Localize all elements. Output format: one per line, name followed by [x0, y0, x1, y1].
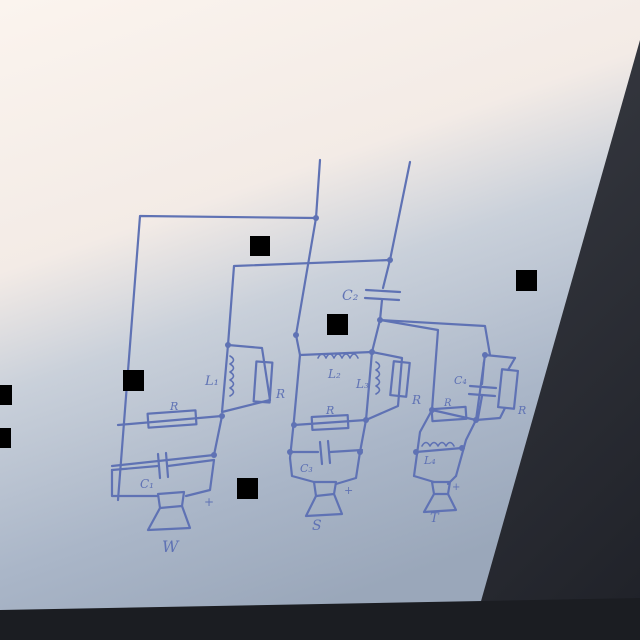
tweeter-letter: T — [430, 511, 440, 526]
wire-right-to-cap — [381, 258, 392, 290]
resistor-r-tweeter-lower — [430, 405, 468, 423]
junction-dot — [413, 449, 419, 455]
tweeter-resistor-wires — [474, 356, 517, 422]
label-l4: L₄ — [423, 454, 436, 467]
label-c3: C₃ — [300, 462, 313, 475]
input-wire-right — [226, 160, 412, 347]
tweeter-side-wires — [412, 408, 478, 478]
junction-dot — [377, 317, 383, 323]
mid-plus-sign: + — [344, 484, 353, 497]
mid-speaker-wires — [288, 418, 368, 486]
tweeter-plus-sign: + — [452, 482, 460, 493]
label-c2: C₂ — [342, 288, 359, 304]
bottom-shadow — [0, 598, 640, 640]
redaction-square — [0, 385, 12, 405]
junction-dot — [482, 352, 488, 358]
redaction-square — [516, 270, 537, 291]
mid-top-wire — [294, 318, 492, 357]
label-c1: C₁ — [140, 477, 154, 491]
label-r-tweeter: R — [517, 404, 526, 417]
mid-letter: S — [312, 518, 322, 534]
redaction-square — [327, 314, 348, 335]
tweeter-inductor-wire — [414, 446, 464, 454]
redaction-square — [250, 236, 270, 256]
capacitor-c2 — [363, 288, 402, 322]
input-wire-left — [116, 158, 322, 502]
inductor-l4 — [421, 441, 455, 447]
junction-dot — [363, 417, 369, 423]
junction-dot — [369, 349, 375, 355]
junction-dot — [291, 422, 297, 428]
junction-dot — [387, 257, 393, 263]
resistor-r-woofer-lower — [146, 409, 198, 429]
redaction-square — [123, 370, 144, 391]
tweeter-speaker-icon — [422, 480, 458, 514]
label-r-tweeter-lower: R — [443, 398, 452, 409]
resistor-r-mid-lower — [310, 413, 350, 432]
redaction-square — [237, 478, 258, 499]
junction-dot — [287, 449, 293, 455]
junction-dot — [293, 332, 299, 338]
mid-side-wires — [288, 350, 374, 460]
woofer-speaker-icon — [146, 490, 192, 532]
label-l3: L₃ — [355, 377, 369, 391]
mid-mid-wire — [292, 418, 368, 427]
inductor-l3 — [375, 361, 381, 395]
midrange-speaker-icon — [304, 480, 344, 518]
junction-dot — [459, 445, 465, 451]
capacitor-c4 — [467, 360, 498, 420]
junction-dot — [225, 342, 231, 348]
woofer-plus-sign: + — [204, 495, 214, 509]
capacitor-c3 — [288, 439, 364, 466]
junction-dot — [313, 215, 319, 221]
woofer-mid-wire — [116, 414, 224, 427]
inductor-l1 — [229, 355, 235, 397]
label-r-mid-lower: R — [325, 404, 334, 417]
mid-to-tweeter-wire — [378, 318, 440, 412]
label-c4: C₄ — [454, 374, 467, 387]
inductor-l2 — [317, 353, 359, 359]
woofer-letter: W — [162, 537, 180, 556]
resistor-r-woofer — [252, 360, 274, 404]
junction-dot — [429, 407, 435, 413]
junction-dot — [219, 413, 225, 419]
label-r-mid: R — [411, 393, 421, 407]
woofer-speaker-wires — [110, 458, 216, 498]
junction-dot — [357, 449, 363, 455]
junction-dot — [473, 417, 479, 423]
label-l1: L₁ — [204, 374, 219, 389]
label-r-woofer-lower: R — [169, 400, 178, 413]
redaction-square — [0, 428, 11, 448]
capacitor-c1 — [110, 451, 216, 480]
label-r-woofer: R — [275, 387, 285, 401]
wire-left-to-mid — [294, 216, 318, 337]
mid-resistor-loop — [364, 350, 404, 422]
junction-dot — [211, 452, 217, 458]
label-l2: L₂ — [327, 367, 341, 381]
